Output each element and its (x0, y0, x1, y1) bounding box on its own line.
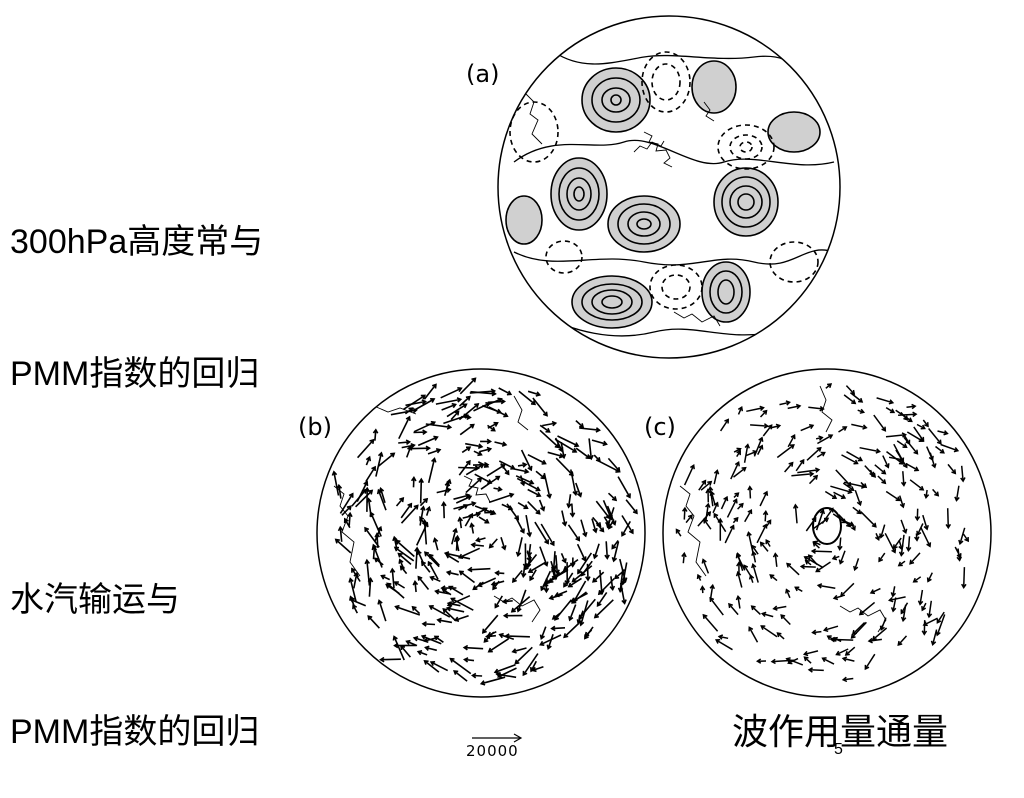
vector-arrow (464, 648, 483, 649)
vector-arrow (809, 670, 824, 671)
vector-arrow (444, 503, 445, 519)
label-line-2: PMM指数的回归 (10, 710, 259, 754)
vector-arrow (948, 508, 949, 528)
map-a-height-contours (494, 12, 844, 362)
label-line-1: 300hPa高度常与 (10, 220, 263, 264)
vector-arrow (506, 636, 530, 637)
vector-arrow (801, 567, 816, 568)
vector-arrow (964, 567, 965, 588)
map-c-wave-activity-flux (660, 366, 995, 701)
label-line-2: PMM指数的回归 (10, 352, 263, 396)
vector-arrow (458, 468, 478, 469)
label-moisture-regression: 水汽输运与 PMM指数的回归 (10, 490, 259, 798)
vector-arrow (381, 659, 401, 660)
vector-arrow (469, 569, 491, 570)
map-b-moisture-transport (314, 366, 649, 701)
vector-arrow (421, 479, 422, 503)
label-height-regression: 300hPa高度常与 PMM指数的回归 (10, 132, 263, 440)
page-number: 5 (834, 741, 843, 759)
label-line-1: 水汽输运与 (10, 578, 259, 622)
reference-vector-label: 20000 (466, 742, 519, 760)
vector-arrow (812, 551, 832, 552)
slide: { "left_labels": { "top_line1": "300hPa高… (0, 0, 1024, 768)
